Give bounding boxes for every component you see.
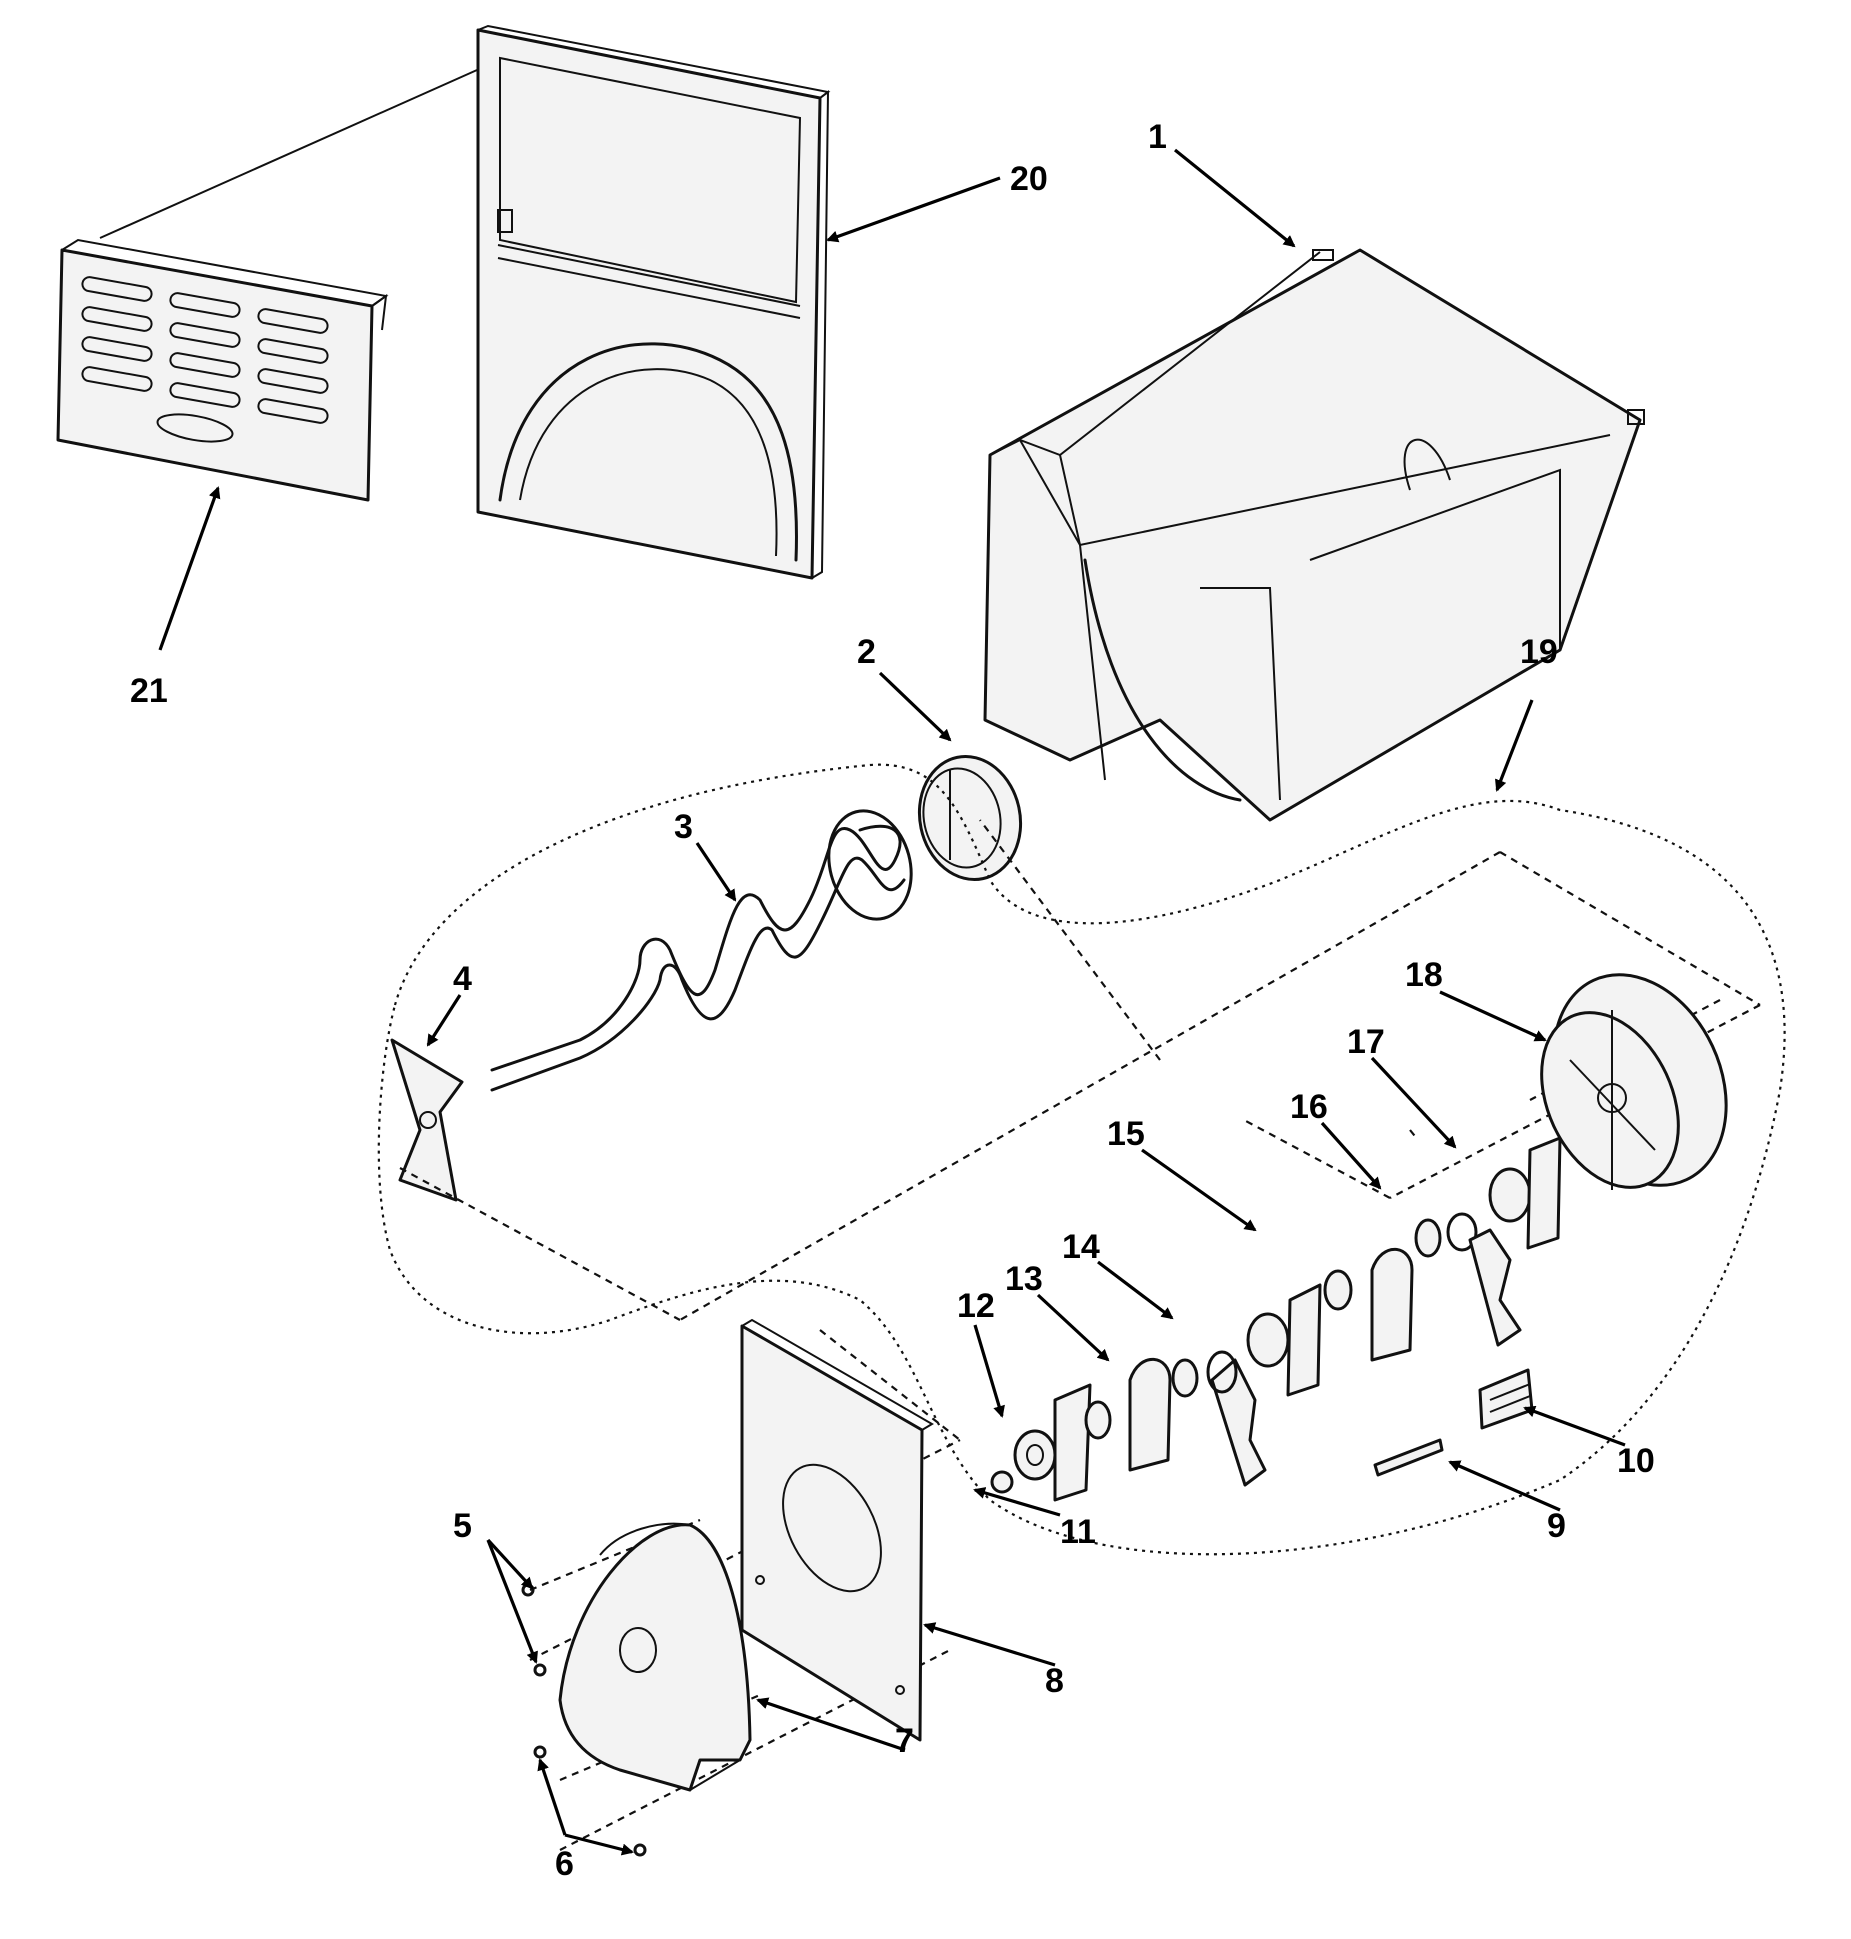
part-3-auger — [490, 809, 913, 1092]
callout-8: 8 — [1045, 1662, 1064, 1700]
callout-14: 14 — [1062, 1228, 1100, 1266]
callout-12: 12 — [957, 1287, 995, 1325]
callout-15: 15 — [1107, 1115, 1145, 1153]
callout-16: 16 — [1290, 1088, 1328, 1126]
callout-10: 10 — [1617, 1442, 1655, 1480]
callout-4: 4 — [453, 960, 472, 998]
part-19-assembly-outline — [377, 763, 1786, 1556]
part-4-impeller — [390, 1038, 464, 1202]
callout-20: 20 — [1010, 160, 1048, 198]
parts-9-10-pin-block — [1373, 1368, 1534, 1477]
callout-1: 1 — [1148, 118, 1167, 156]
callout-7: 7 — [895, 1722, 914, 1760]
callout-11: 11 — [1060, 1513, 1096, 1551]
part-21-grille-panel — [56, 65, 487, 502]
part-1-ice-bucket — [983, 248, 1645, 822]
parts-11-17-clutch-stack — [990, 1136, 1562, 1502]
callout-17: 17 — [1347, 1023, 1385, 1061]
part-8-mounting-plate — [740, 1318, 934, 1742]
part-20-door-frame — [476, 24, 831, 580]
part-18-drum — [1540, 973, 1728, 1190]
callout-6: 6 — [555, 1845, 574, 1883]
leader-arrows — [158, 148, 1626, 1856]
callout-5: 5 — [453, 1507, 472, 1545]
callout-13: 13 — [1005, 1260, 1043, 1298]
callout-2: 2 — [857, 633, 876, 671]
callout-9: 9 — [1547, 1507, 1566, 1545]
callout-3: 3 — [674, 808, 693, 846]
callout-labels: 1 2 3 4 5 6 7 8 9 10 11 12 13 14 15 16 1… — [130, 118, 1655, 1883]
callout-19: 19 — [1520, 633, 1558, 671]
callout-18: 18 — [1405, 956, 1443, 994]
callout-21: 21 — [130, 672, 168, 710]
part-7-housing — [558, 1522, 752, 1792]
part-2-bearing — [917, 754, 1023, 882]
